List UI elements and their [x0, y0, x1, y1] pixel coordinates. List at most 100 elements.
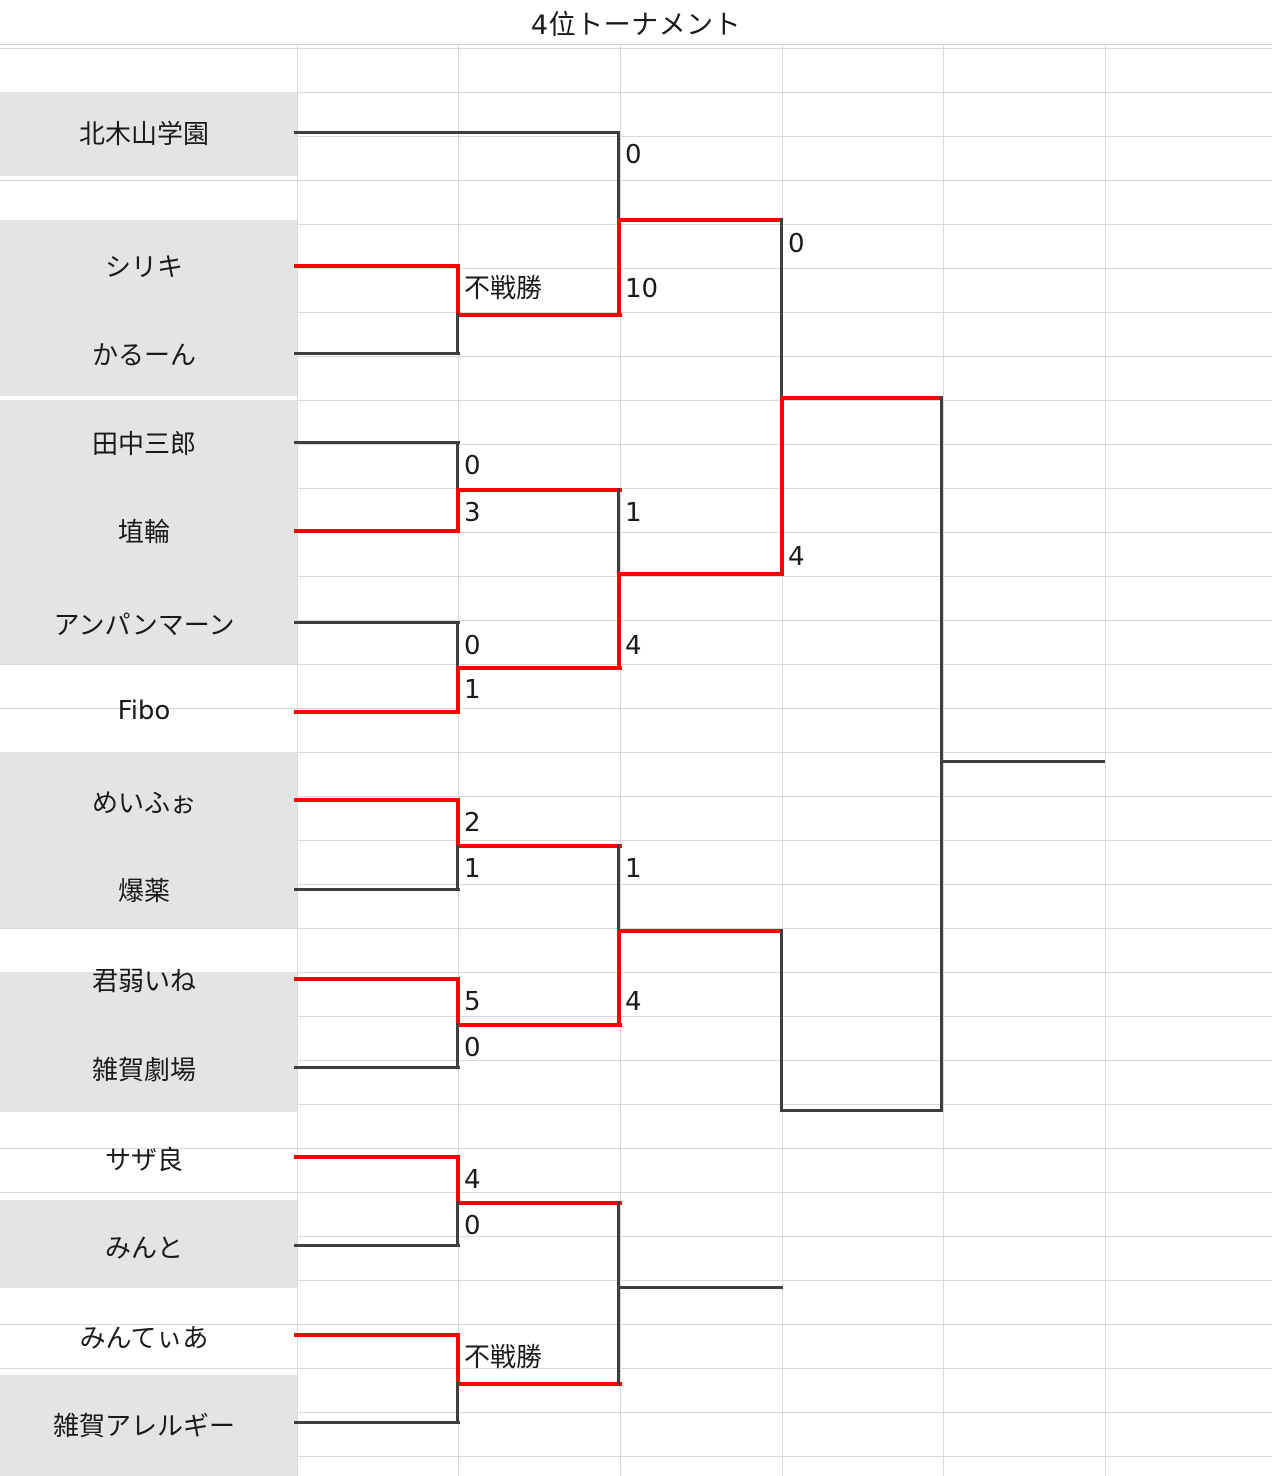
grid-row-line	[0, 1060, 1272, 1061]
grid-col-line	[297, 44, 298, 1476]
team-label-fibo: Fibo	[117, 696, 171, 726]
team-name-band	[0, 400, 297, 664]
line-final-lower-connector	[940, 760, 943, 1111]
score-r1-bakuyaku: 1	[464, 854, 481, 884]
grid-row-line	[0, 884, 1272, 885]
line-sazara-r1-win	[294, 1155, 460, 1159]
score-r3-fibo: 4	[788, 542, 805, 572]
grid-row-line	[0, 1236, 1272, 1237]
grid-row-line	[0, 576, 1272, 577]
line-minteia-r1-connector	[456, 1333, 460, 1386]
team-label-bakuyaku: 爆薬	[117, 876, 170, 907]
line-shiriki-r1-connector	[456, 264, 460, 317]
line-r3-fibo-advance	[780, 396, 943, 400]
team-name-band	[0, 972, 297, 1112]
team-name-band	[0, 1375, 297, 1476]
grid-row-line	[0, 356, 1272, 357]
line-saigagekijo-r1-connector	[456, 1023, 459, 1069]
page-title: 4位トーナメント	[530, 9, 742, 41]
line-saigaallergy-r1	[294, 1421, 460, 1424]
grid-col-line	[458, 44, 459, 1476]
team-label-tanaka: 田中三郎	[91, 429, 196, 460]
line-minteia-r1-advance	[456, 1382, 622, 1386]
grid-row-line	[0, 840, 1272, 841]
line-minto-r1	[294, 1244, 460, 1247]
grid-row-line	[0, 664, 1272, 665]
line-r3-kimiyowai-connector	[780, 929, 783, 1111]
grid-row-line	[0, 1368, 1272, 1369]
line-sazara-r1-advance	[456, 1201, 622, 1205]
line-r2-kimiyowai-advance	[617, 929, 783, 933]
grid-row-line	[0, 224, 1272, 225]
team-label-shiriki: シリキ	[104, 252, 183, 283]
grid-row-line	[0, 972, 1272, 973]
team-label-minto: みんと	[104, 1233, 183, 1264]
line-kimiyowai-r1-advance	[456, 1023, 622, 1027]
grid-row-line	[0, 620, 1272, 621]
grid-col-line	[782, 44, 783, 1476]
line-sazara-r1-connector	[456, 1155, 460, 1205]
team-label-haniwa: 埴輪	[117, 517, 170, 548]
grid-row-line	[0, 708, 1272, 709]
team-name-band	[0, 1200, 297, 1288]
line-final-upper-connector	[940, 396, 943, 763]
grid-row-line	[0, 532, 1272, 533]
line-haniwa-r1-riser	[456, 488, 460, 533]
grid-row-line	[0, 268, 1272, 269]
grid-row-line	[0, 1016, 1272, 1017]
line-r3-shiriki-connector	[780, 218, 783, 398]
line-meifo-r1-advance	[456, 844, 622, 848]
line-fibo-r1-advance	[456, 666, 622, 670]
team-label-saigaallergy: 雑賀アレルギー	[52, 1411, 235, 1442]
team-name-band	[0, 752, 297, 928]
line-kitakiyama-r1	[294, 131, 620, 134]
team-label-kitakiyama: 北木山学園	[78, 119, 209, 150]
score-r1-haniwa: 3	[464, 498, 481, 528]
line-r3-fibo-riser	[780, 396, 784, 576]
line-bakuyaku-r1	[294, 888, 460, 891]
grid-col-line	[1105, 44, 1106, 1476]
team-label-sazara: サザ良	[104, 1145, 183, 1176]
line-karuun-r1-connector	[456, 313, 459, 355]
line-r2-haniwa-connector	[617, 488, 620, 576]
grid-row-line	[0, 400, 1272, 401]
score-r2-kitakiyama: 0	[625, 140, 642, 170]
line-saigaallergy-r1-connector	[456, 1382, 459, 1424]
line-kitakiyama-drop	[617, 131, 620, 219]
score-r2-fibo: 4	[625, 631, 642, 661]
line-anpan-r1	[294, 621, 460, 624]
grid-row-line	[0, 312, 1272, 313]
score-r1-minto: 0	[464, 1211, 481, 1241]
grid-row-line	[0, 488, 1272, 489]
line-saigagekijo-r1	[294, 1066, 460, 1069]
score-r2-haniwa: 1	[625, 498, 642, 528]
line-haniwa-r1-advance	[456, 488, 622, 492]
grid-row-line	[0, 444, 1272, 445]
grid-row-line	[0, 752, 1272, 753]
line-r2-fibo-riser	[617, 572, 621, 670]
grid-row-line	[0, 48, 1272, 49]
score-r1-kimiyowaine: 5	[464, 987, 481, 1017]
score-r2-kimiyowaine: 4	[625, 987, 642, 1017]
line-fibo-r1-riser	[456, 666, 460, 714]
line-karuun-r1	[294, 352, 460, 355]
team-label-kimiyowaine: 君弱いね	[91, 966, 196, 997]
line-anpan-r1-connector	[456, 621, 459, 670]
score-r1-sazara: 4	[464, 1165, 481, 1195]
score-r3-shiriki: 0	[788, 229, 805, 259]
line-r2-fibo-advance	[617, 572, 783, 576]
line-r3-lower-advance	[780, 1109, 943, 1112]
score-r1-saigagekijo: 0	[464, 1033, 481, 1063]
score-r1-shiriki-bye: 不戦勝	[464, 274, 543, 304]
line-r2-lower-advance	[617, 1286, 783, 1289]
line-tanaka-r1-connector	[456, 441, 459, 490]
team-label-anpanmarn: アンパンマーン	[53, 610, 235, 641]
line-minto-r1-connector	[456, 1201, 459, 1247]
score-r2-meifo: 1	[625, 854, 642, 884]
line-r2-kimiyowai-riser	[617, 929, 621, 1027]
line-r2-minteia-connector	[617, 1286, 620, 1385]
grid-row-line	[0, 928, 1272, 929]
grid-col-line	[620, 44, 621, 1476]
grid-row-line	[0, 1192, 1272, 1193]
